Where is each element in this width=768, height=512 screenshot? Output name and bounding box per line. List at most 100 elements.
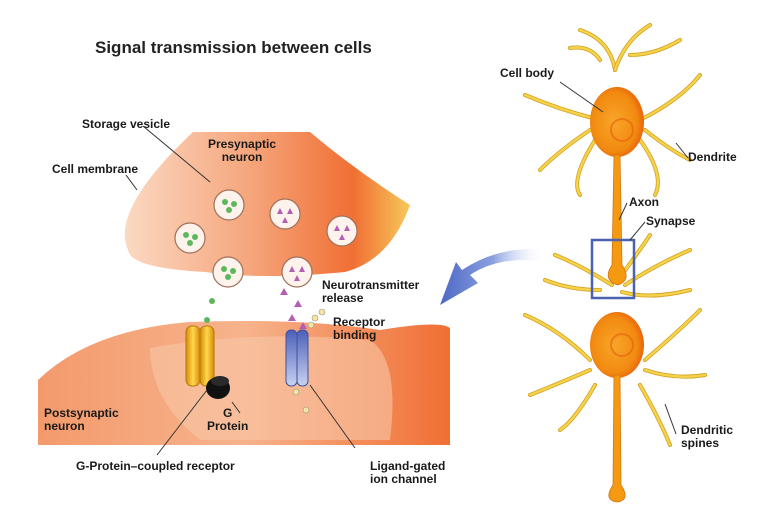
dendrite [620,288,692,297]
dendrite [628,38,682,57]
label-cell-body: Cell body [500,66,555,80]
leader-line [629,221,646,241]
dendrite [543,278,602,292]
label-line: binding [333,328,377,342]
neuron-illustration [523,23,707,503]
label-postsynaptic-neuron: Postsynaptic neuron [44,407,119,433]
axon [608,374,626,503]
bound-ligand [307,321,315,329]
released-transmitter [204,317,210,323]
leader-line [675,142,689,159]
label-line: G [223,406,233,420]
dendrite [643,308,702,362]
label-line: Neurotransmitter [322,278,420,292]
storage-vesicle [281,256,313,288]
label-line: Ligand-gated [370,459,446,473]
leader-line [559,81,604,113]
dendrite [575,138,597,197]
label-line: neuron [221,150,263,164]
neurotransmitter-triangle [294,275,300,281]
label-ligand-gated-ion-channel: Ligand-gated ion channel [370,460,445,486]
dendrite [553,253,614,287]
neurotransmitter-triangle [289,266,295,272]
dendrite [558,383,597,432]
label-line: Receptor [333,315,386,329]
synapse-box [590,238,636,300]
axon [607,154,627,286]
dendrite [643,128,692,162]
storage-vesicle [213,189,245,221]
dendrite [638,73,702,122]
released-transmitter [280,288,288,295]
label-line: Protein [207,419,249,433]
dendrite [613,23,652,72]
dendrite [523,313,592,362]
dendrite [623,248,692,287]
dendrite [523,313,592,362]
label-line: Presynaptic [208,137,277,151]
storage-vesicle [269,198,301,230]
label-line: release [322,291,364,305]
neurotransmitter-triangle [277,208,283,214]
label-storage-vesicle: Storage vesicle [82,117,171,131]
neurotransmitter-triangle [344,225,350,231]
nucleus [610,118,634,142]
bound-ligand [318,308,326,316]
neurotransmitter-dot [230,268,236,274]
gpcr-receptor [185,325,215,387]
leader-line [664,403,677,435]
label-dendritic-spines: Dendritic spines [681,424,733,450]
magnify-arrow [440,249,545,305]
diagram-title: Signal transmission between cells [95,38,372,57]
dendrite [638,73,702,122]
label-presynaptic-neuron: Presynaptic neuron [208,138,276,164]
neurotransmitter-dot [231,201,237,207]
neurotransmitter-dot [221,266,227,272]
label-gpcr: G-Protein–coupled receptor [76,459,235,473]
label-dendrite: Dendrite [688,150,737,164]
released-transmitter [294,300,302,307]
label-line: Dendritic [681,423,734,437]
neurotransmitter-triangle [339,234,345,240]
dendrite [538,128,592,172]
label-axon: Axon [629,195,659,209]
neurotransmitter-dot [226,207,232,213]
bound-ligand [292,388,300,396]
storage-vesicle [326,215,358,247]
neurotransmitter-triangle [282,217,288,223]
cell-body [590,87,644,157]
vesicles [174,189,358,288]
dendrite [628,38,682,57]
released-transmitter [288,314,296,321]
neurotransmitter-dot [183,232,189,238]
neurotransmitter-dot [222,199,228,205]
leader-line [618,202,628,221]
neurotransmitter-triangle [299,266,305,272]
neurotransmitter-dot [192,234,198,240]
dendrite [613,23,652,72]
label-neurotransmitter-release: Neurotransmitter release [322,279,419,305]
dendrite [638,383,672,447]
released-transmitter [299,322,307,329]
dendrite [638,138,660,197]
label-receptor-binding: Receptor binding [333,316,385,342]
leader-lines [125,125,356,456]
neurotransmitter-dot [187,240,193,246]
label-line: Postsynaptic [44,406,119,420]
storage-vesicle [174,222,206,254]
g-protein [206,376,230,399]
label-line: ion channel [370,472,437,486]
neurotransmitter-triangle [334,225,340,231]
ligand-gated-ion-channel [285,329,309,387]
label-cell-membrane: Cell membrane [52,162,139,176]
storage-vesicle [212,256,244,288]
cell-body [590,312,644,378]
label-line: neuron [44,419,85,433]
label-g-protein: G Protein [207,407,248,433]
neurotransmitter-dot [225,274,231,280]
label-line: spines [681,436,720,450]
bound-ligand [302,406,310,414]
bound-ligand [311,314,319,322]
released-transmitter [209,298,215,304]
